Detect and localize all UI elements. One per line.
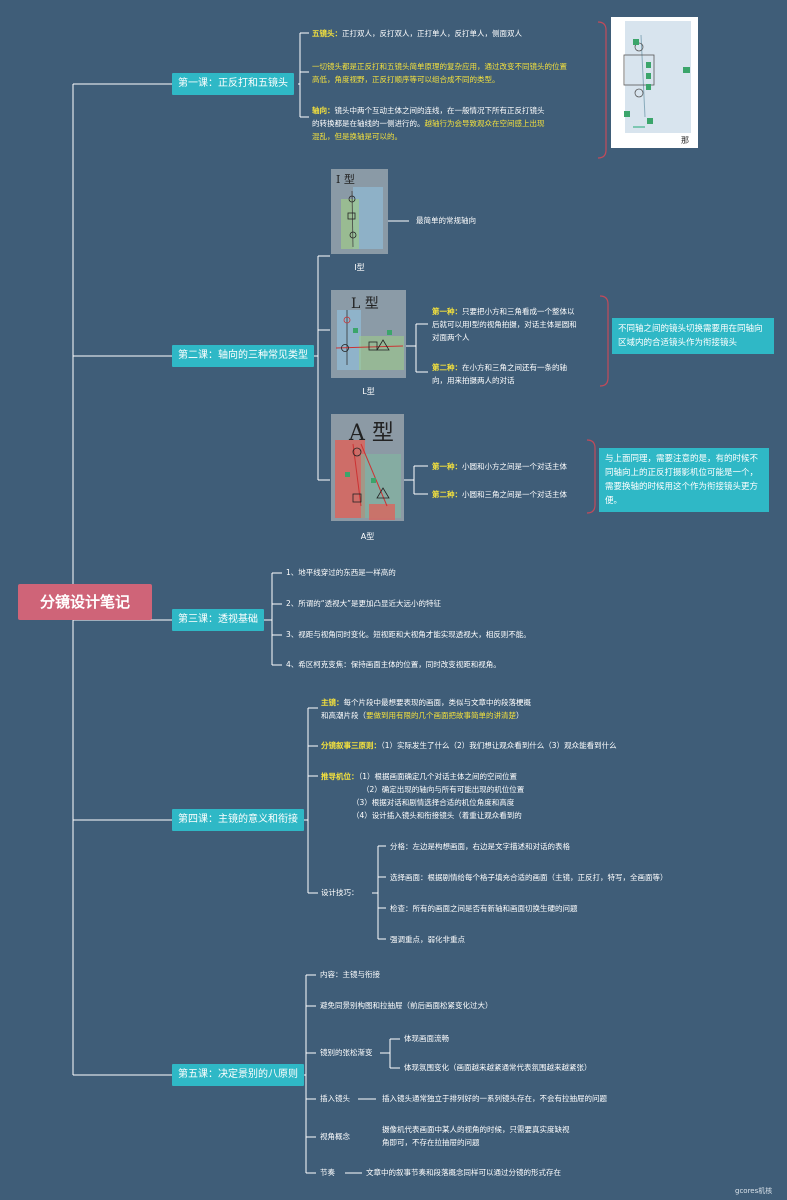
lesson-4-node[interactable]: 第四课：主镜的意义和衔接 [172, 809, 304, 831]
three-principles: 分镜叙事三原则：（1）实际发生了什么（2）我们想让观众看到什么（3）观众能看到什… [321, 739, 617, 752]
master-shot-text-b: 和高潮片段（ [321, 711, 366, 720]
axis-text-a: 镜头中两个互动主体之间的连线，在一般情况下所有正反打镜头 [334, 106, 545, 115]
i-type-description: 最简单的常规轴向 [416, 216, 476, 225]
five-shots-label: 五镜头： [312, 29, 342, 38]
a-type-caption: A型 [360, 532, 375, 541]
master-shot-text-a: 每个片段中最想要表现的画面，类似与文章中的段落梗概 [343, 698, 532, 707]
design-tip-2: 选择画面：根据剧情给每个格子填充合适的画面（主镜，正反打，特写，全画面等） [390, 873, 668, 882]
design-tip-3: 检查：所有的画面之间是否有新轴和画面切换生硬的问题 [390, 904, 578, 913]
design-tip-4: 强调重点，弱化非重点 [390, 935, 465, 944]
i-type-caption: I型 [354, 263, 365, 272]
l-type-first-line2: 后就可以用I型的视角拍摄，对话主体是圆和 [432, 320, 577, 329]
l-type-sketch-title: L 型 [351, 296, 379, 312]
five-shots-text: 正打双人，反打双人，正打单人，反打单人，侧面双人 [342, 29, 522, 38]
l-type-caption: L型 [362, 387, 375, 396]
l-type-second-text-a: 在小方和三角之间还有一条的轴 [462, 363, 567, 372]
viewpoint-text-line2: 角即可，不存在拉抽屉的问题 [382, 1138, 480, 1147]
camera-derivation-2: （2）确定出现的轴向与所有可能出现的机位位置 [362, 785, 525, 794]
lesson-5-node[interactable]: 第五课：决定景别的八原则 [172, 1064, 304, 1086]
rhythm-item-1: 体现画面流畅 [404, 1034, 449, 1043]
l-type-first-label: 第一种： [432, 307, 462, 316]
axis-highlight-b: 越轴行为会导致观众在空间感上出现 [424, 119, 545, 128]
axis-note-line3: 混乱，但是换轴是可以的。 [312, 132, 402, 141]
viewpoint-label: 视角概念 [320, 1132, 350, 1141]
axis-transition-callout[interactable]: 不同轴之间的镜头切换需要用在同轴向区域内的合适镜头作为衔接镜头 [612, 318, 774, 354]
camera-derivation-text-1: （1）根据画面确定几个对话主体之间的空间位置 [358, 772, 518, 781]
axis-note-line1: 轴向：镜头中两个互动主体之间的连线，在一般情况下所有正反打镜头 [312, 104, 545, 117]
complex-application-note-line1: 一切镜头都是正反打和五镜头简单原理的复杂应用，通过改变不同镜头的位置 [312, 62, 567, 71]
insert-shot-label: 插入镜头 [320, 1094, 350, 1103]
three-principles-label: 分镜叙事三原则： [321, 741, 381, 750]
design-tips-label: 设计技巧： [321, 888, 359, 897]
pace-label: 节奏 [320, 1168, 335, 1177]
pace-text: 文章中的叙事节奏和段落概念同样可以通过分镜的形式存在 [366, 1168, 561, 1177]
i-type-sketch-image: I 型 [331, 169, 388, 254]
master-shot-text-end: ） [516, 711, 524, 720]
axis-label: 轴向： [312, 106, 335, 115]
axis-note-line2: 的转换都是在轴线的一侧进行的。越轴行为会导致观众在空间感上出现 [312, 117, 545, 130]
lesson-1-node[interactable]: 第一课：正反打和五镜头 [172, 73, 294, 95]
camera-derivation-label: 推导机位： [321, 772, 359, 781]
i-type-sketch-title: I 型 [336, 172, 355, 186]
a-type-second-label: 第二种： [432, 490, 462, 499]
l-type-first-line1: 第一种：只要把小方和三角看成一个整体以 [432, 305, 575, 318]
camera-reuse-callout[interactable]: 与上面同理，需要注意的是，有的时候不同轴向上的正反打摄影机位可能是一个，需要换轴… [599, 448, 769, 512]
lesson-3-node[interactable]: 第三课：透视基础 [172, 609, 264, 631]
design-tip-1: 分格：左边是构想画面，右边是文字描述和对话的表格 [390, 842, 570, 851]
viewpoint-text-line1: 摄像机代表画面中某人的视角的时候，只需要真实度缺视 [382, 1125, 570, 1134]
content-principle: 内容：主镜与衔接 [320, 970, 380, 979]
l-type-second-line1: 第二种：在小方和三角之间还有一条的轴 [432, 361, 567, 374]
root-node[interactable]: 分镜设计笔记 [18, 584, 152, 620]
a-type-second-text: 小圆和三角之间是一个对话主体 [462, 490, 567, 499]
sketch-corner-label: 那 [681, 136, 689, 145]
a-type-first-text: 小圆和小方之间是一个对话主体 [462, 462, 567, 471]
l-type-first-line3: 对面两个人 [432, 333, 470, 342]
complex-application-note-line2: 高低，角度视野，正反打顺序等可以组合成不同的类型。 [312, 75, 500, 84]
perspective-item-3: 3、视距与视角同时变化。短视距和大视角才能实现透视大，相反则不能。 [286, 630, 531, 639]
a-type-first-label: 第一种： [432, 462, 462, 471]
l-type-sketch-image: L 型 [331, 290, 406, 378]
axis-text-b: 的转换都是在轴线的一侧进行的。 [312, 119, 425, 128]
camera-derivation-1: 推导机位：（1）根据画面确定几个对话主体之间的空间位置 [321, 770, 517, 783]
master-shot-highlight: 要做到用有限的几个画面把故事简单的讲清楚 [366, 711, 516, 720]
three-principles-text: （1）实际发生了什么（2）我们想让观众看到什么（3）观众能看到什么 [381, 741, 617, 750]
l-type-first-text-a: 只要把小方和三角看成一个整体以 [462, 307, 575, 316]
l-type-second-line2: 向，用来拍摄两人的对话 [432, 376, 515, 385]
perspective-item-2: 2、所谓的“透视大”是更加凸显近大远小的特征 [286, 599, 442, 608]
insert-shot-text: 插入镜头通常独立于排列好的一系列镜头存在，不会有拉抽屉的问题 [382, 1094, 607, 1103]
a-type-sketch-image: A 型 [331, 414, 404, 521]
five-shots-sketch-image: 那 [611, 17, 698, 148]
rhythm-item-2: 体现氛围变化（画面越来越紧通常代表氛围越来越紧张） [404, 1063, 592, 1072]
master-shot-line2: 和高潮片段（要做到用有限的几个画面把故事简单的讲清楚） [321, 709, 524, 722]
a-type-first: 第一种：小圆和小方之间是一个对话主体 [432, 460, 567, 473]
lesson-2-node[interactable]: 第二课：轴向的三种常见类型 [172, 345, 314, 367]
avoid-principle: 避免同景别构图和拉抽屉（前后画面松紧变化过大） [320, 1001, 493, 1010]
watermark-logo: gcores机核 [735, 1187, 773, 1195]
five-shots-note: 五镜头：正打双人，反打双人，正打单人，反打单人，侧面双人 [312, 27, 522, 40]
perspective-item-4: 4、希区柯克变焦：保持画面主体的位置，同时改变视距和视角。 [286, 660, 501, 669]
l-type-second-label: 第二种： [432, 363, 462, 372]
a-type-second: 第二种：小圆和三角之间是一个对话主体 [432, 488, 567, 501]
master-shot-label: 主镜： [321, 698, 344, 707]
camera-derivation-3: （3）根据对话和剧情选择合适的机位角度和高度 [352, 798, 515, 807]
rhythm-label: 镜别的张松渐变 [320, 1048, 373, 1057]
perspective-item-1: 1、地平线穿过的东西是一样高的 [286, 568, 396, 577]
master-shot-line1: 主镜：每个片段中最想要表现的画面，类似与文章中的段落梗概 [321, 696, 531, 709]
camera-derivation-4: （4）设计插入镜头和衔接镜头（着重让观众看到的 [352, 811, 522, 820]
a-type-sketch-title: A 型 [348, 421, 394, 446]
